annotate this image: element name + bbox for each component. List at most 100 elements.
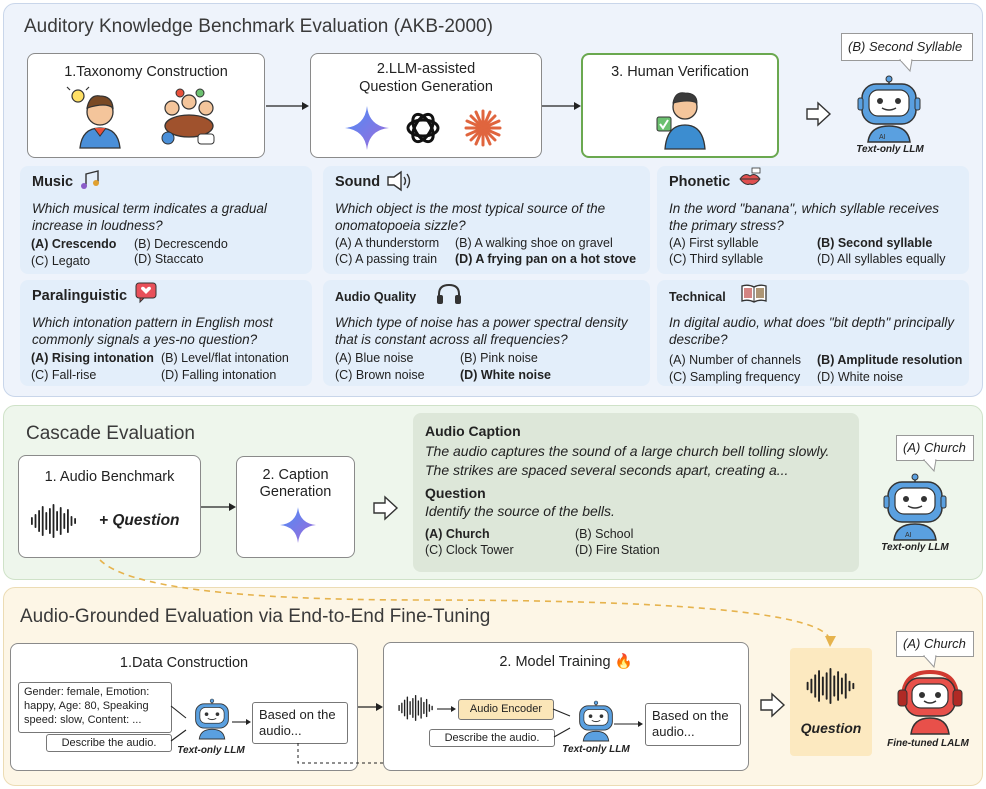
waveform-bar xyxy=(403,699,406,717)
bubble-tail-grounded xyxy=(922,655,937,669)
waveform-bar xyxy=(431,705,433,711)
data-construction-box: 1.Data Construction Gender: female, Emot… xyxy=(10,643,358,771)
waveform-bar xyxy=(31,517,33,525)
music-option-b: (B) Decrescendo xyxy=(134,237,228,251)
question-generation-label-1: 2.LLM-assisted xyxy=(376,61,476,77)
cascade-option-a: (A) Church xyxy=(425,527,490,541)
technical-option-b: (B) Amplitude resolution xyxy=(817,353,963,367)
audio-quality-option-b: (B) Pink noise xyxy=(460,351,538,365)
technical-card: Technical In digital audio, what does "b… xyxy=(657,280,969,386)
describe-prompt-2: Describe the audio. xyxy=(429,729,555,747)
waveform-bar xyxy=(425,698,428,718)
grounded-title: Audio-Grounded Evaluation via End-to-End… xyxy=(20,606,491,627)
technical-option-a: (A) Number of channels xyxy=(669,353,802,367)
audio-encoder-box: Audio Encoder xyxy=(458,699,554,720)
waveform-bar xyxy=(837,671,840,701)
paralinguistic-card: Paralinguistic Which intonation pattern … xyxy=(20,280,312,386)
waveform-bar xyxy=(818,670,820,702)
cascade-option-d: (D) Fire Station xyxy=(575,543,660,557)
svg-text:AI: AI xyxy=(905,532,912,539)
waveform-bar xyxy=(74,518,76,524)
based-1-line-1: Based on the xyxy=(259,707,336,722)
waveform-bar xyxy=(406,696,409,720)
waveform-bar xyxy=(844,673,847,699)
waveform-bar xyxy=(810,678,813,694)
music-option-c: (C) Legato xyxy=(31,254,91,268)
model-training-box: 2. Model Training 🔥 Audio Encoder Descri… xyxy=(383,642,749,771)
person-idea-icon xyxy=(66,86,121,149)
waveform-bar xyxy=(52,504,55,538)
sound-question: Which object is the most typical source … xyxy=(335,201,606,233)
caption-line-2: The strikes are spaced several seconds a… xyxy=(425,462,789,478)
waveform-bar xyxy=(63,513,66,529)
phonetic-option-b: (B) Second syllable xyxy=(817,236,933,250)
data-construction-label: 1.Data Construction xyxy=(119,655,249,671)
answer-bubble-top: (B) Second Syllable xyxy=(841,33,973,61)
human-verification-label: 3. Human Verification xyxy=(611,64,749,80)
phonetic-option-c: (C) Third syllable xyxy=(669,252,764,266)
paralinguistic-question: Which intonation pattern in English most… xyxy=(32,315,273,347)
caption-heading: Audio Caption xyxy=(425,423,521,439)
sound-option-d: (D) A frying pan on a hot stove xyxy=(455,252,637,266)
technical-card-title: Technical xyxy=(669,290,726,304)
paralinguistic-option-b: (B) Level/flat intonation xyxy=(161,351,289,365)
waveform-icon xyxy=(31,504,76,538)
arrow-benchmark-to-caption xyxy=(201,503,236,511)
waveform-bar xyxy=(49,508,51,534)
waveform-bar xyxy=(848,680,851,692)
robot-label-cascade: Text-only LLM xyxy=(881,542,949,553)
music-option-d: (D) Staccato xyxy=(134,252,204,266)
waveform-bar xyxy=(833,675,836,697)
question-audio-label: Question xyxy=(800,720,862,736)
phonetic-card: Phonetic In the word "banana", which syl… xyxy=(657,166,969,274)
answer-bubble-cascade-text: (A) Church xyxy=(903,440,966,455)
robot-label-data-construction: Text-only LLM xyxy=(177,745,245,756)
waveform-bar xyxy=(414,695,417,721)
cascade-option-c: (C) Clock Tower xyxy=(425,543,514,557)
robot-icon-top: AI xyxy=(857,75,921,143)
describe-prompt-2-text: Describe the audio. xyxy=(444,732,540,744)
waveform-bar xyxy=(56,511,58,531)
answer-bubble-grounded-text: (A) Church xyxy=(903,636,966,651)
metadata-line-2: happy, Age: 80, Speaking xyxy=(24,700,149,712)
music-option-a: (A) Crescendo xyxy=(31,237,117,251)
metadata-line-1: Gender: female, Emotion: xyxy=(24,686,150,698)
plus-question-text: + Question xyxy=(99,512,180,529)
audio-benchmark-box: 1. Audio Benchmark + Question xyxy=(18,455,201,558)
waveform-bar xyxy=(38,510,40,532)
paralinguistic-option-a: (A) Rising intonation xyxy=(31,351,154,365)
based-2-line-1: Based on the xyxy=(652,708,729,723)
caption-question-card: Audio Caption The audio captures the sou… xyxy=(413,413,859,572)
waveform-bar xyxy=(67,509,69,533)
robot-icon-model-training xyxy=(579,700,613,742)
caption-generation-box: 2. Caption Generation xyxy=(236,456,355,558)
audio-quality-question: Which type of noise has a power spectral… xyxy=(335,315,628,347)
based-on-audio-box-1: Based on the audio... xyxy=(252,702,348,744)
waveform-icon-question xyxy=(806,668,855,704)
sound-option-b: (B) A walking shoe on gravel xyxy=(455,236,613,250)
audio-quality-option-c: (C) Brown noise xyxy=(335,368,425,382)
phonetic-option-a: (A) First syllable xyxy=(669,236,759,250)
answer-bubble-grounded: (A) Church xyxy=(896,631,974,657)
caption-generation-label-2: Generation xyxy=(259,484,332,500)
music-card-title: Music xyxy=(32,174,74,190)
technical-option-d: (D) White noise xyxy=(817,370,904,384)
waveform-bar xyxy=(34,514,37,528)
team-meeting-icon xyxy=(161,88,215,145)
audio-quality-card-title: Audio Quality xyxy=(335,290,417,304)
openai-logo-icon xyxy=(406,112,440,144)
audio-quality-card: Audio Quality Which type of noise has a … xyxy=(323,280,650,386)
waveform-bar xyxy=(401,702,403,714)
waveform-bar xyxy=(814,674,817,698)
taxonomy-construction-label: 1.Taxonomy Construction xyxy=(64,64,228,80)
waveform-bar xyxy=(412,698,414,718)
cascade-option-b: (B) School xyxy=(575,527,634,541)
human-verification-box: 3. Human Verification xyxy=(581,53,779,158)
phonetic-card-title: Phonetic xyxy=(669,174,731,190)
cascade-title: Cascade Evaluation xyxy=(26,423,195,444)
audio-quality-option-a: (A) Blue noise xyxy=(335,351,414,365)
question-heading: Question xyxy=(425,485,486,501)
bubble-tail-cascade xyxy=(922,459,937,473)
